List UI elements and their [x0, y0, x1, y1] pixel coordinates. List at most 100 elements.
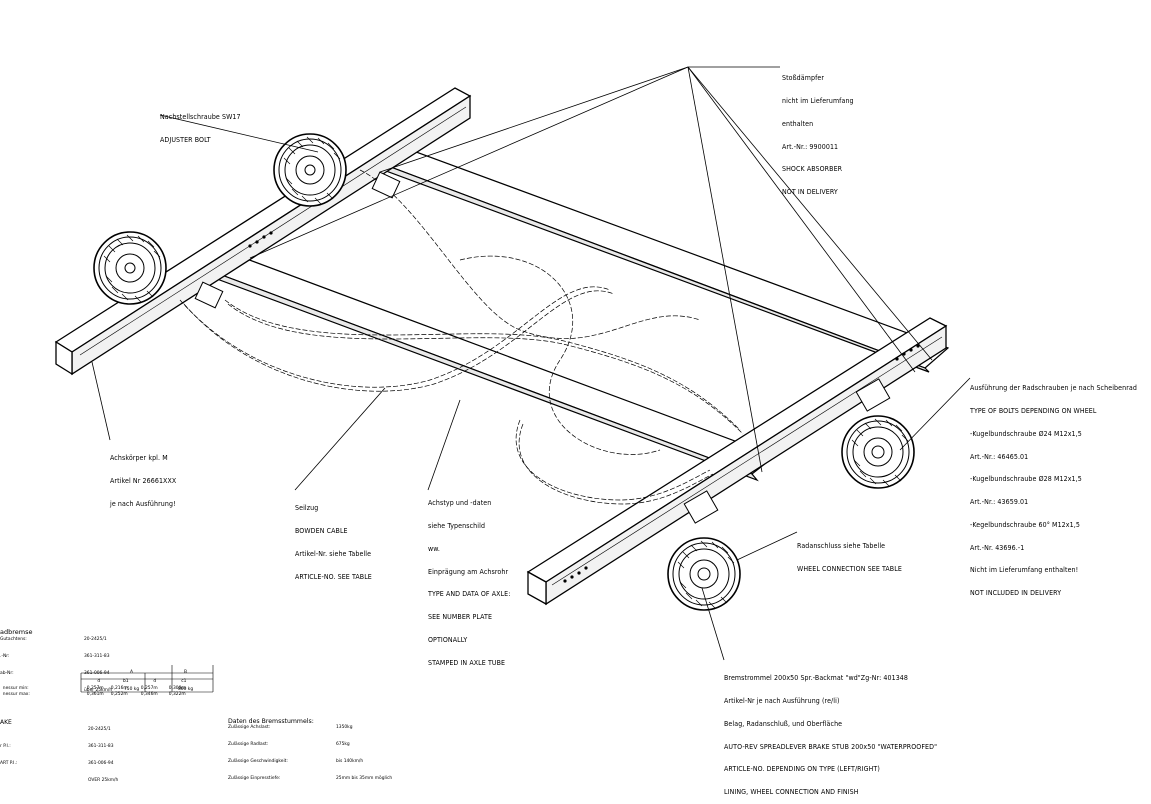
table-title: adbremse: [0, 628, 33, 637]
left-table-lines: [80, 665, 214, 693]
label-line: Artikel-Nr. siehe Tabelle: [295, 549, 372, 558]
subheader-cell: d: [97, 678, 101, 684]
row-value: 0,257m: [86, 685, 104, 691]
col-a-header: A 750 kg: [124, 659, 139, 698]
table-key: Zulässige Achslast:: [228, 725, 271, 731]
bowden-cables: [179, 169, 744, 505]
row-value: 0,216m: [110, 685, 128, 691]
label-line: ADJUSTER BOLT: [160, 135, 211, 144]
table-value: 361-311-83: [84, 653, 110, 659]
section2-keys: r P.I.: ART P.I.:: [0, 722, 17, 784]
label-line: ARTICLE-NO. DEPENDING ON TYPE (LEFT/RIGH…: [724, 765, 880, 774]
table-value: bis 140km/h: [336, 758, 364, 764]
label-line: Bremstrommel 200x50 Spr.-Backmat "wd"Zg-…: [724, 674, 909, 683]
col-subheader: 860 kg: [178, 686, 194, 692]
label-line: OPTIONALLY: [428, 635, 468, 644]
label-line: TYPE AND DATA OF AXLE:: [428, 590, 511, 599]
row-value: 0,346m: [140, 691, 158, 697]
table-value: OVER 25km/h: [88, 777, 119, 783]
row-label: nessur max:: [2, 691, 30, 697]
label-line: STAMPED IN AXLE TUBE: [428, 658, 506, 667]
wheel-connection-label: Radanschluss siehe Tabelle WHEEL CONNECT…: [797, 528, 902, 581]
table-key: Gutachtens:: [0, 637, 27, 643]
label-line: -Kugelbundschraube Ø28 M12x1,5: [970, 475, 1082, 484]
shock-absorber-label: Stoßdämpfer nicht im Lieferumfang enthal…: [782, 60, 854, 204]
row-value: 0,257m: [140, 685, 158, 691]
bowden-cable-label: Seilzug BOWDEN CABLE Artikel-Nr. siehe T…: [295, 490, 372, 589]
section2-title: AKE: [0, 709, 12, 731]
brake-drum-rear-left: [273, 133, 347, 207]
col-b-header: B 860 kg: [178, 659, 193, 698]
row-value: 0,300m: [168, 685, 186, 691]
stub-data-keys: Zulässige Achslast: Zulässige Radlast: Z…: [228, 714, 288, 787]
label-line: WHEEL CONNECTION SEE TABLE: [797, 564, 902, 573]
label-line: Art.-Nr.: 46465.01: [970, 452, 1029, 461]
label-line: LINING, WHEEL CONNECTION AND FINISH: [724, 788, 859, 797]
label-line: Art.-Nr.: 43659.01: [970, 498, 1029, 507]
table-key: r P.I.:: [0, 744, 11, 750]
col-header: B: [184, 670, 188, 676]
table-value: 361-006-94: [84, 670, 110, 676]
label-line: Seilzug: [295, 504, 319, 513]
subheader-cell: b1: [123, 678, 129, 684]
label-line: Radanschluss siehe Tabelle: [797, 542, 886, 551]
label-line: ARTICLE-NO. SEE TABLE: [295, 572, 372, 581]
label-line: Stoßdämpfer: [782, 74, 825, 83]
row-value: 0,361m: [86, 691, 104, 697]
subheader-cell: c1: [181, 678, 187, 684]
label-line: AUTO-REV SPREADLEVER BRAKE STUB 200x50 "…: [724, 742, 938, 751]
table-value: 25mm bis 35mm möglich: [336, 775, 393, 781]
label-line: BOWDEN CABLE: [295, 526, 348, 535]
section-title: AKE: [0, 719, 12, 727]
table-key: Zulässige Radlast:: [228, 741, 269, 747]
adjuster-bolt-label: Nachstellschraube SW17 ADJUSTER BOLT: [160, 99, 241, 152]
label-line: nicht im Lieferumfang: [782, 96, 854, 105]
label-line: -Kugelbundschraube Ø24 M12x1,5: [970, 429, 1082, 438]
label-line: Artikel-Nr je nach Ausführung (re/li): [724, 696, 840, 705]
axle-assembly-drawing: [54, 66, 971, 693]
label-line: SHOCK ABSORBER: [782, 165, 843, 174]
table-key: ART P.I.:: [0, 761, 18, 767]
table-value: 675kg: [336, 741, 350, 747]
axle-body-label: Achskörper kpl. M Artikel Nr 26661XXX je…: [110, 440, 176, 516]
table-value: über 25km/h: [84, 687, 113, 693]
table-value: 361-311-83: [88, 743, 114, 749]
label-line: Nachstellschraube SW17: [160, 113, 241, 122]
table-key: ab-Nr:: [0, 670, 14, 676]
label-line: NOT IN DELIVERY: [782, 188, 838, 197]
label-line: ww.: [428, 544, 440, 553]
label-line: enthalten: [782, 119, 814, 128]
table-value: 361-006-94: [88, 760, 114, 766]
axle-type-label: Achstyp und -daten siehe Typenschild ww.…: [428, 485, 510, 675]
wheel-bolts-label: Ausführung der Radschrauben je nach Sche…: [970, 370, 1137, 605]
col-subheader: 750 kg: [124, 686, 140, 692]
brake-data-keys: Gutachtens: .-Nr: ab-Nr:: [0, 626, 27, 682]
brake-drum-front-right: [667, 537, 741, 611]
label-line: TYPE OF BOLTS DEPENDING ON WHEEL: [970, 406, 1097, 415]
stub-data-title: Daten des Bremsstummels:: [228, 704, 314, 732]
table-value: 20-2425/1: [84, 637, 107, 643]
label-line: Art.-Nr. 43696.-1: [970, 543, 1025, 552]
table-value: 1350kg: [336, 725, 353, 731]
brake-data-table: adbremse: [0, 618, 32, 642]
mounting-holes: [248, 231, 920, 583]
label-line: siehe Typenschild: [428, 521, 486, 530]
label-line: Achstyp und -daten: [428, 499, 492, 508]
table-value: 20-2425/1: [88, 727, 111, 733]
label-line: Belag, Radanschluß, und Oberfläche: [724, 719, 843, 728]
table-key: Zulässige Einpresstiefe:: [228, 775, 281, 781]
brake-drum-rear-right: [841, 415, 915, 489]
label-line: Art.-Nr.: 9900011: [782, 142, 839, 151]
label-line: Einprägung am Achsrohr: [428, 567, 509, 576]
brake-drum-label: Bremstrommel 200x50 Spr.-Backmat "wd"Zg-…: [724, 660, 937, 804]
row-label: nessur min:: [2, 685, 29, 691]
row-value: 0,322m: [168, 691, 186, 697]
label-line: je nach Ausführung!: [110, 499, 176, 508]
axle-beam-right: [526, 317, 948, 606]
label-line: NOT INCLUDED IN DELIVERY: [970, 589, 1062, 598]
stub-data-values: 1350kg 675kg bis 140km/h 25mm bis 35mm m…: [336, 714, 392, 787]
row-min: nessur min: 0,257m 0,216m 0,257m 0,300m: [0, 680, 199, 691]
label-line: Achskörper kpl. M: [110, 454, 168, 463]
